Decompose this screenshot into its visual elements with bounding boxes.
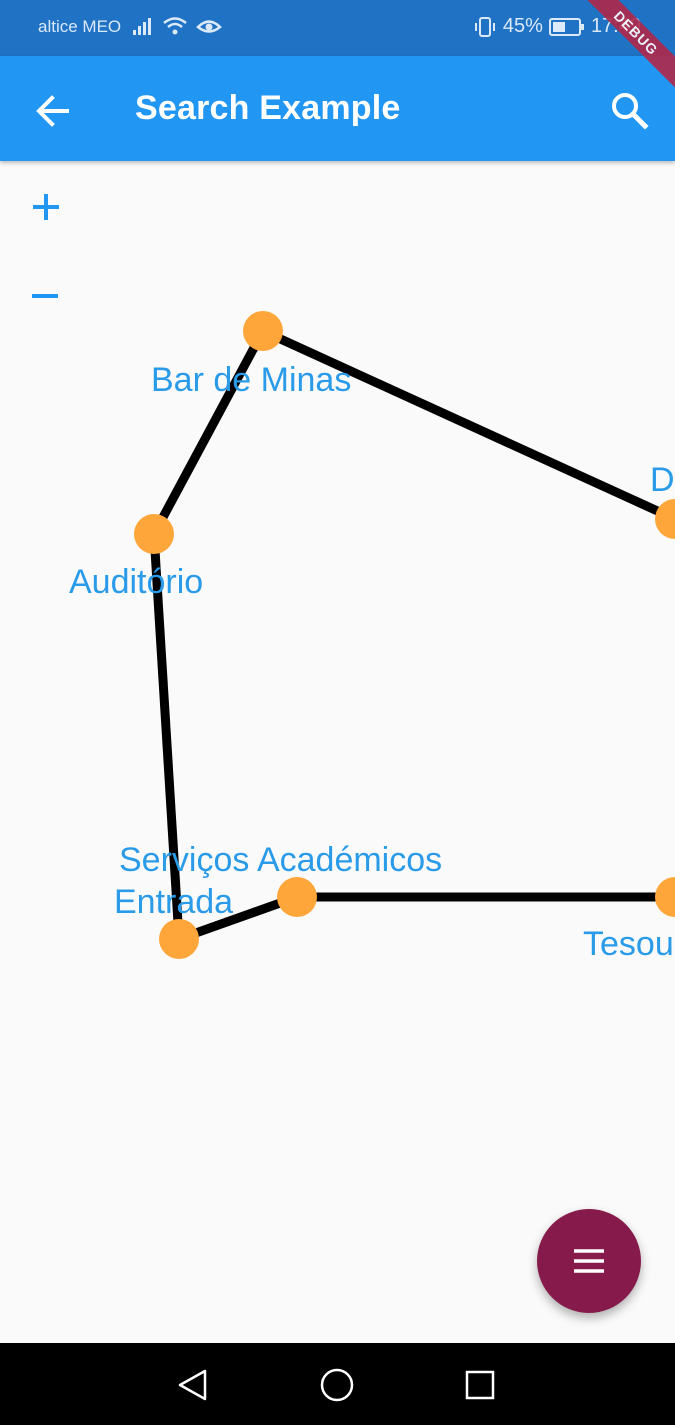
- recents-square-icon: [465, 1370, 495, 1400]
- edge-bar-d: [261, 326, 675, 524]
- menu-fab[interactable]: [537, 1209, 641, 1313]
- node-tesouraria[interactable]: [655, 877, 675, 917]
- carrier-name: altice MEO: [38, 17, 122, 36]
- label-auditorio: Auditório: [69, 563, 203, 601]
- status-bar: altice MEO 45% 17:49: [0, 0, 675, 56]
- page-title: Search Example: [135, 89, 401, 127]
- label-entrada: Entrada: [114, 883, 233, 921]
- vibrate-icon: [474, 16, 495, 37]
- home-circle-icon: [320, 1368, 354, 1402]
- nav-back-button[interactable]: [175, 1367, 211, 1403]
- zoom-in-button[interactable]: [22, 183, 70, 231]
- node-servicos[interactable]: [277, 877, 317, 917]
- wifi-icon: [163, 17, 187, 35]
- eye-icon: [196, 20, 222, 33]
- label-tesouraria: Tesou: [583, 925, 674, 963]
- battery-percent: 45%: [502, 15, 543, 37]
- back-button[interactable]: [30, 89, 74, 133]
- edge-entrada-servicos: [177, 892, 299, 944]
- menu-icon: [574, 1249, 604, 1273]
- arrow-back-icon: [36, 95, 69, 127]
- node-auditorio[interactable]: [134, 514, 174, 554]
- label-bar-de-minas: Bar de Minas: [151, 361, 351, 399]
- edge-auditorio-entrada: [149, 533, 184, 940]
- back-triangle-icon: [178, 1369, 207, 1401]
- label-d: D: [650, 461, 675, 499]
- signal-icon: [133, 18, 151, 35]
- minus-icon: [32, 294, 58, 298]
- node-entrada[interactable]: [159, 919, 199, 959]
- node-d[interactable]: [655, 499, 675, 539]
- map-canvas[interactable]: Bar de Minas Auditório Entrada Serviços …: [0, 161, 675, 1343]
- label-servicos: Serviços Académicos: [119, 841, 442, 879]
- zoom-out-button[interactable]: [22, 272, 70, 320]
- search-button[interactable]: [607, 88, 651, 132]
- nav-home-button[interactable]: [319, 1367, 355, 1403]
- battery-icon: [548, 17, 584, 36]
- node-bar-de-minas[interactable]: [243, 311, 283, 351]
- nav-recents-button[interactable]: [462, 1367, 498, 1403]
- map-graph: Bar de Minas Auditório Entrada Serviços …: [69, 311, 675, 963]
- app-bar: Search Example: [0, 56, 675, 161]
- system-nav-bar: [0, 1343, 675, 1425]
- plus-icon: [33, 194, 59, 220]
- search-icon: [612, 93, 649, 130]
- edge-bar-auditorio: [150, 328, 267, 537]
